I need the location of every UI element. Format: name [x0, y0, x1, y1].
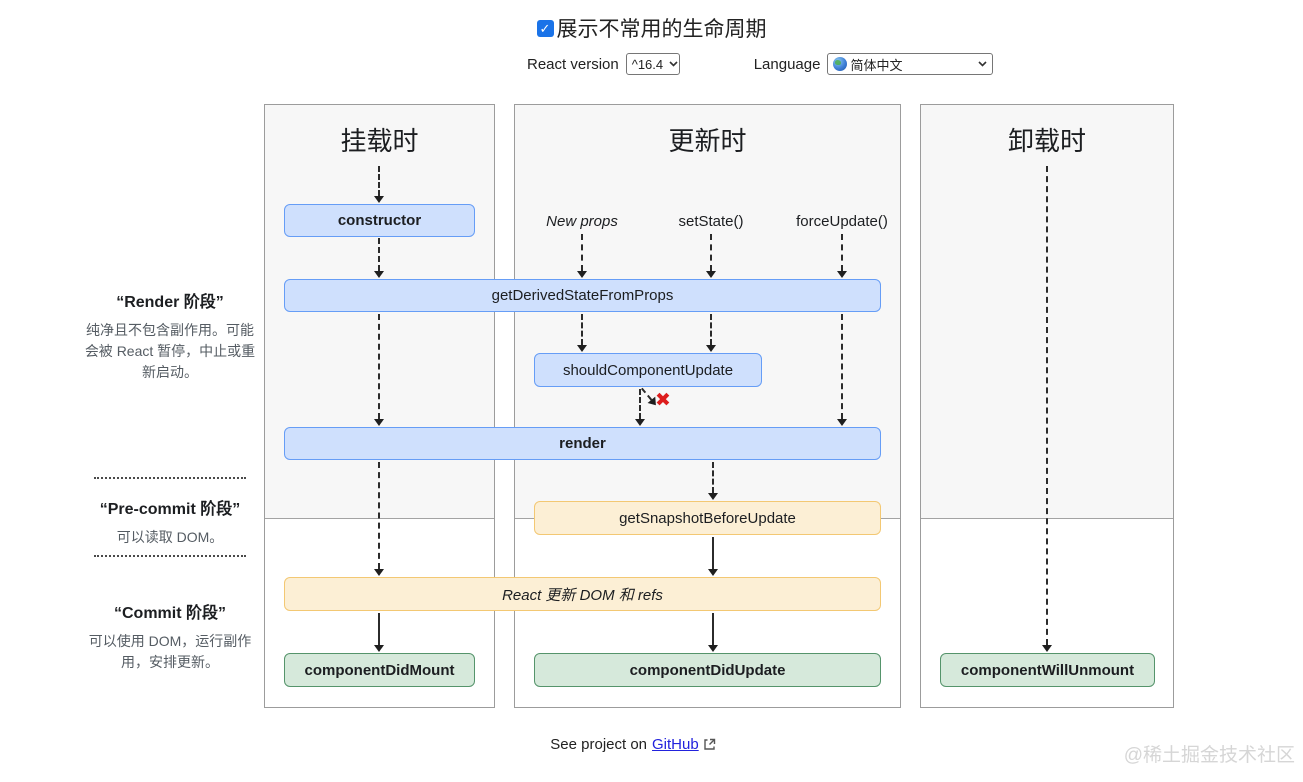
footer: See project on GitHub — [0, 736, 1266, 753]
node-getsnapshotbeforeupdate[interactable]: getSnapshotBeforeUpdate — [534, 501, 881, 535]
column-mounting-title: 挂载时 — [340, 126, 419, 156]
arrowhead-icon — [374, 271, 384, 278]
chevron-down-icon — [669, 61, 678, 67]
arrow-scu-to-render — [635, 389, 645, 426]
arrowhead-icon — [706, 271, 716, 278]
node-shouldcomponentupdate[interactable]: shouldComponentUpdate — [534, 353, 762, 387]
language-value: 简体中文 — [850, 57, 903, 73]
footer-text: See project on — [550, 736, 648, 753]
arrow-constructor-to-gdsfp — [374, 238, 384, 278]
column-updating-title: 更新时 — [668, 126, 747, 156]
phase-commit-title: “Commit 阶段” — [113, 605, 226, 622]
arrow-gdsfp-to-scu-left — [577, 314, 587, 352]
phase-pre-commit-title: “Pre-commit 阶段” — [99, 501, 241, 518]
arrowhead-icon — [577, 345, 587, 352]
arrow-render-to-reactupdates-mounting — [374, 462, 384, 576]
check-icon: ✓ — [539, 20, 551, 36]
arrow-forceupdate-to-gdsfp — [837, 234, 847, 278]
trigger-setstate: setState() — [678, 213, 744, 230]
cancel-x-icon: ✖ — [655, 390, 671, 411]
phase-render: “Render 阶段” 纯净且不包含副作用。可能会被 React 暂停，中止或重… — [84, 288, 256, 383]
node-getderivedstatefromprops[interactable]: getDerivedStateFromProps — [284, 279, 881, 312]
arrowhead-icon — [577, 271, 587, 278]
page-title[interactable]: 展示不常用的生命周期 — [556, 18, 767, 41]
react-version-value: ^16.4 — [631, 56, 664, 72]
phase-pre-commit-desc: 可以读取 DOM。 — [116, 529, 224, 545]
arrowhead-icon — [374, 569, 384, 576]
arrow-gdsfp-to-render-mounting — [374, 314, 384, 426]
chevron-down-icon — [978, 61, 988, 67]
arrow-gdsfp-to-scu-right — [706, 314, 716, 352]
arrowhead-icon — [837, 271, 847, 278]
node-componentdidupdate[interactable]: componentDidUpdate — [534, 653, 881, 687]
arrow-gsbu-to-reactupdates — [708, 537, 718, 576]
arrowhead-icon — [708, 645, 718, 652]
phase-commit-desc: 可以使用 DOM，运行副作用，安排更新。 — [88, 633, 252, 670]
arrowhead-icon — [374, 419, 384, 426]
arrow-reactupdates-to-cdu — [708, 613, 718, 652]
arrowhead-icon — [374, 196, 384, 203]
arrowhead-icon — [708, 493, 718, 500]
phase-separator — [94, 477, 246, 479]
arrowhead-icon — [635, 419, 645, 426]
column-unmounting-title: 卸载时 — [1007, 126, 1086, 156]
show-less-common-lifecycles-checkbox[interactable]: ✓ — [536, 19, 554, 37]
arrow-reactupdates-to-cdm — [374, 613, 384, 652]
arrowhead-icon — [374, 645, 384, 652]
arrow-setstate-to-gdsfp — [706, 234, 716, 278]
phase-pre-commit: “Pre-commit 阶段” 可以读取 DOM。 — [84, 495, 256, 548]
arrow-newprops-to-gdsfp — [577, 234, 587, 278]
phase-render-desc: 纯净且不包含副作用。可能会被 React 暂停，中止或重新启动。 — [84, 322, 256, 380]
watermark: @稀土掘金技术社区 — [1123, 745, 1295, 766]
external-link-icon — [703, 738, 716, 751]
node-react-updates-dom: React 更新 DOM 和 refs — [284, 577, 881, 611]
phase-render-title: “Render 阶段” — [116, 294, 224, 311]
react-version-label: React version — [527, 55, 619, 73]
globe-icon — [833, 57, 848, 71]
github-link[interactable]: GitHub — [652, 736, 699, 753]
arrow-forceupdate-to-render — [837, 314, 847, 426]
title-row: ✓ 展示不常用的生命周期 — [0, 13, 1303, 43]
language-select[interactable]: 简体中文 — [827, 53, 994, 75]
arrowhead-icon — [1042, 645, 1052, 652]
arrow-mounting-to-constructor — [374, 166, 384, 203]
phase-separator — [94, 555, 246, 557]
arrowhead-icon — [708, 569, 718, 576]
arrowhead-icon — [837, 419, 847, 426]
controls-row: React version ^16.4 Language 简体中文 — [527, 52, 994, 76]
language-label: Language — [753, 55, 821, 73]
react-version-select[interactable]: ^16.4 — [625, 53, 680, 75]
arrow-unmounting-to-cwu — [1042, 166, 1052, 652]
node-componentwillunmount[interactable]: componentWillUnmount — [940, 653, 1155, 687]
phase-commit: “Commit 阶段” 可以使用 DOM，运行副作用，安排更新。 — [84, 599, 256, 673]
arrowhead-icon — [706, 345, 716, 352]
node-constructor[interactable]: constructor — [284, 204, 475, 237]
arrow-render-to-gsbu — [708, 462, 718, 500]
node-componentdidmount[interactable]: componentDidMount — [284, 653, 475, 687]
trigger-new-props: New props — [546, 213, 618, 230]
trigger-forceupdate: forceUpdate() — [796, 213, 888, 230]
node-render[interactable]: render — [284, 427, 881, 460]
